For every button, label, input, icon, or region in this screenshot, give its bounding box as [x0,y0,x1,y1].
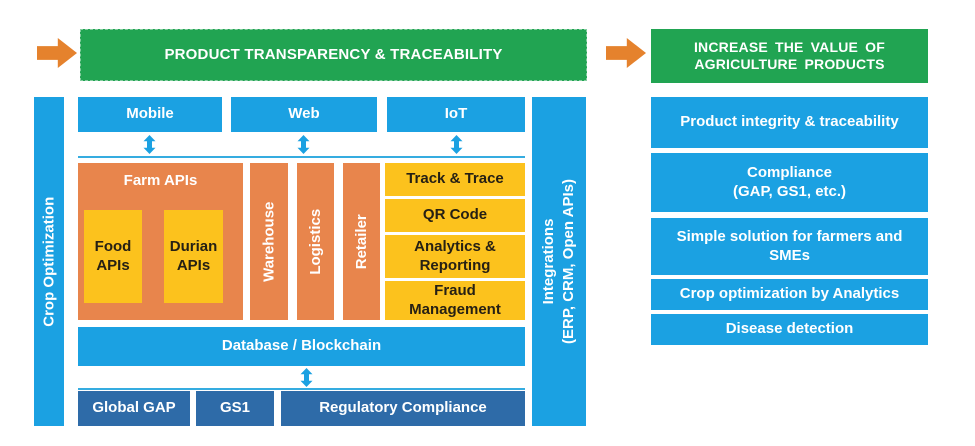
arrow-right-icon [606,38,646,68]
arrow-right-icon [37,38,77,68]
food-apis-box: Food APIs [84,210,142,303]
integrations-sublabel: (ERP, CRM, Open APIs) [560,178,577,345]
up-down-arrow-icon [300,368,313,387]
banner-product-transparency: PRODUCT TRANSPARENCY & TRACEABILITY [80,29,587,81]
up-down-arrow-icon [143,135,156,154]
global-gap-box: Global GAP [78,391,190,426]
logistics-label: Logistics [306,208,324,275]
retailer-label: Retailer [352,213,370,270]
up-down-arrow-icon [450,135,463,154]
track-trace-box: Track & Trace [385,163,525,196]
fraud-management-box: Fraud Management [385,281,525,320]
banner-increase-value: INCREASE THE VALUE OF AGRICULTURE PRODUC… [651,29,928,83]
channel-mobile: Mobile [78,97,222,132]
benefit-compliance: Compliance (GAP, GS1, etc.) [651,153,928,212]
benefit-disease-detection: Disease detection [651,314,928,345]
channel-iot: IoT [387,97,525,132]
divider-line [78,388,525,390]
database-blockchain-box: Database / Blockchain [78,327,525,366]
crop-optimization-bar: Crop Optimization [34,97,64,426]
integrations-label: Integrations [540,218,558,305]
warehouse-label: Warehouse [260,201,278,282]
divider-line [78,156,525,158]
durian-apis-box: Durian APIs [164,210,223,303]
retailer-box: Retailer [343,163,380,320]
qr-code-box: QR Code [385,199,525,232]
analytics-reporting-box: Analytics & Reporting [385,235,525,278]
logistics-box: Logistics [297,163,334,320]
gs1-box: GS1 [196,391,274,426]
warehouse-box: Warehouse [250,163,288,320]
benefit-simple-solution: Simple solution for farmers and SMEs [651,218,928,275]
integrations-bar: Integrations (ERP, CRM, Open APIs) [532,97,586,426]
benefit-crop-optimization: Crop optimization by Analytics [651,279,928,310]
benefit-product-integrity: Product integrity & traceability [651,97,928,148]
farm-apis-label: Farm APIs [123,172,198,189]
regulatory-compliance-box: Regulatory Compliance [281,391,525,426]
up-down-arrow-icon [297,135,310,154]
crop-optimization-label: Crop Optimization [40,196,58,327]
channel-web: Web [231,97,377,132]
